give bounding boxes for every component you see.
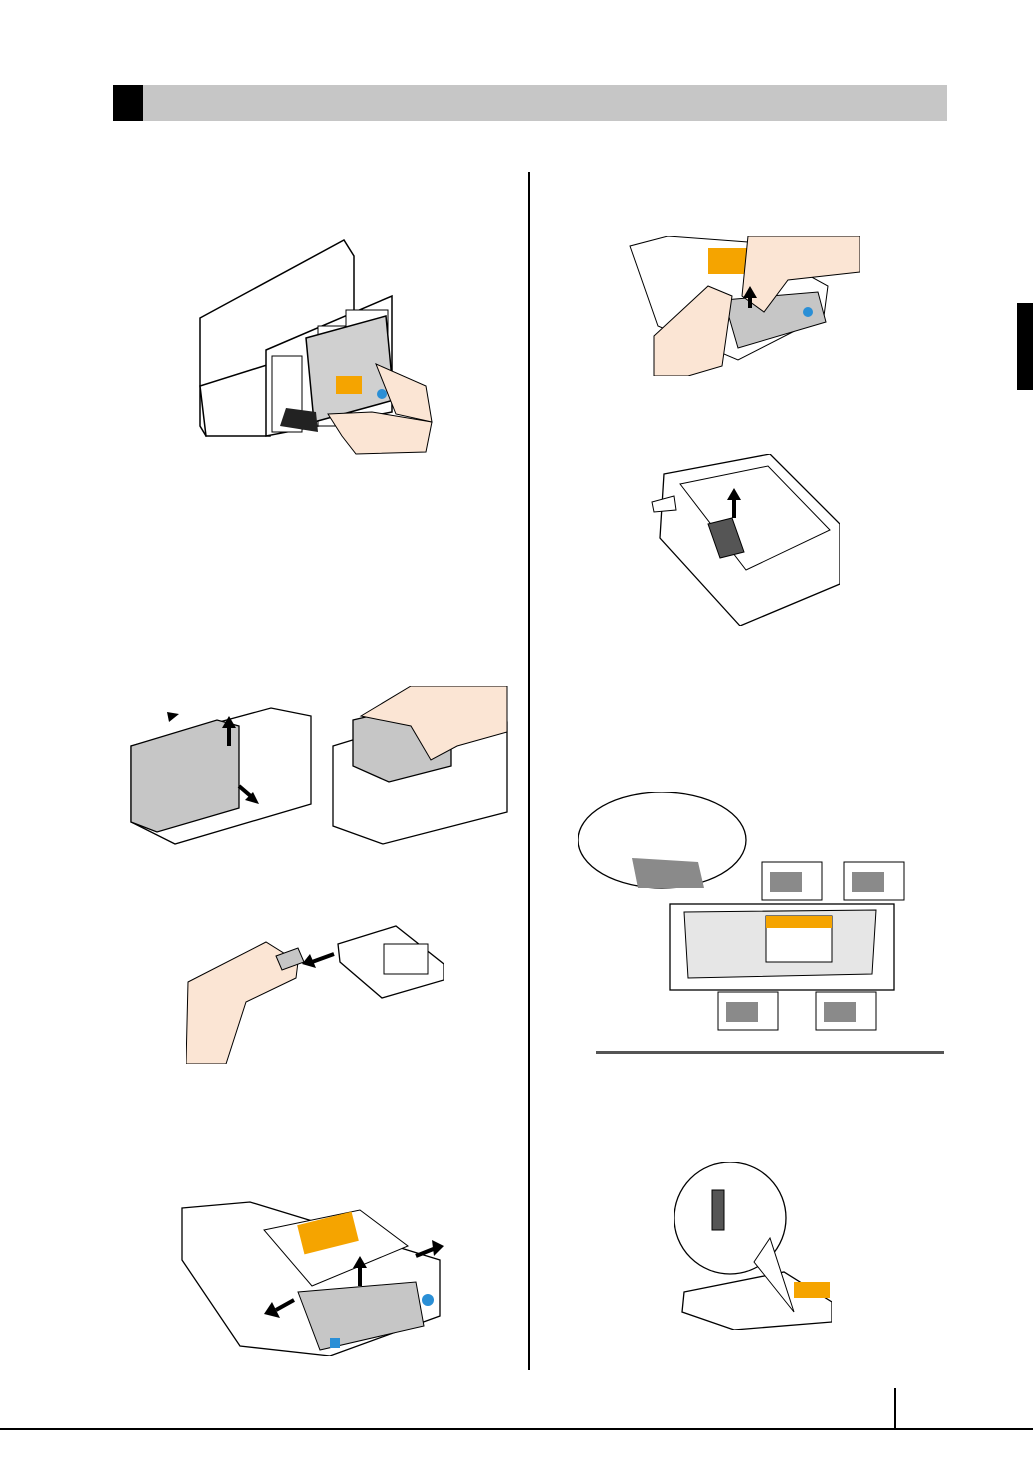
- cover-lift-arrows-illustration: [121, 686, 511, 846]
- figure-lift-cover: [180, 1200, 444, 1356]
- figure-remove-pack: [650, 454, 840, 626]
- magnified-clip-illustration: [674, 1162, 832, 1330]
- figure-insert-pack: [578, 792, 912, 1032]
- section-header-bar: [113, 85, 947, 121]
- hand-pulling-cartridge-illustration: [196, 236, 436, 456]
- figure-remove-cartridge: [196, 236, 436, 456]
- footer-rule: [0, 1428, 1033, 1430]
- section-number-square: [113, 85, 143, 121]
- ink-pack-lift-illustration: [180, 1200, 444, 1356]
- figure-remove-cover-part: [186, 922, 444, 1064]
- hands-on-pack-illustration: [628, 236, 860, 376]
- empty-tray-illustration: [650, 454, 840, 626]
- figure-open-cover: [121, 686, 511, 846]
- hand-holding-clip-illustration: [186, 922, 444, 1064]
- chapter-side-tab: [1017, 303, 1033, 390]
- column-divider: [528, 172, 530, 1370]
- figure-check-clip: [674, 1162, 832, 1330]
- page-number-divider: [894, 1388, 896, 1428]
- note-separator-rule: [596, 1051, 944, 1054]
- figure-grip-pack: [628, 236, 860, 376]
- pack-tabs-slide-illustration: [578, 792, 912, 1032]
